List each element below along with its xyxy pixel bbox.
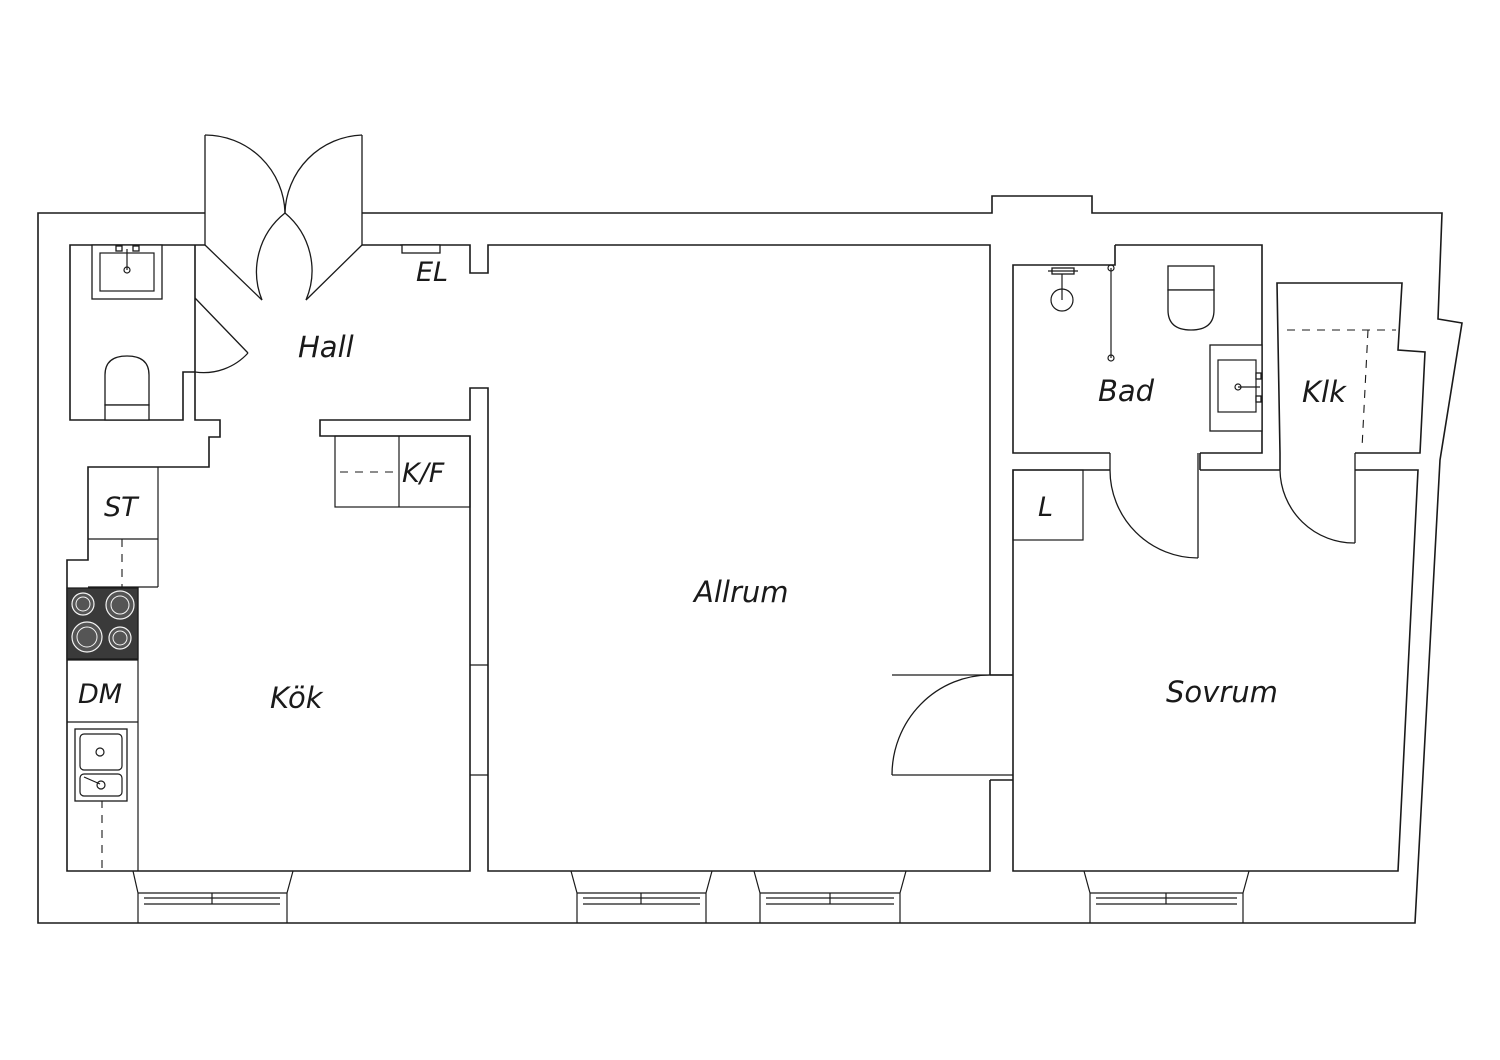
- label-dm: DM: [78, 679, 122, 710]
- fridge-freezer-cabinet: [334, 435, 471, 508]
- entrance-double-door: [194, 134, 363, 374]
- kitchen-partitions: [67, 244, 488, 871]
- bathroom: [1012, 244, 1263, 559]
- label-kf: K/F: [402, 458, 445, 489]
- wc-fixtures: [91, 244, 163, 421]
- kitchen-sink: [74, 728, 128, 802]
- label-bad: Bad: [1098, 374, 1155, 408]
- label-st: ST: [104, 492, 140, 523]
- label-klk: Klk: [1302, 375, 1347, 409]
- label-allrum: Allrum: [692, 575, 789, 609]
- bedroom-walls: [891, 453, 1419, 872]
- stove: [66, 587, 139, 660]
- label-l: L: [1038, 492, 1053, 523]
- label-hall: Hall: [298, 330, 354, 364]
- windows: [132, 870, 1250, 923]
- label-sovrum: Sovrum: [1166, 675, 1278, 709]
- label-el: EL: [416, 257, 448, 288]
- outer-walls: [37, 195, 1463, 924]
- label-kok: Kök: [270, 681, 324, 715]
- closet: [1276, 282, 1426, 544]
